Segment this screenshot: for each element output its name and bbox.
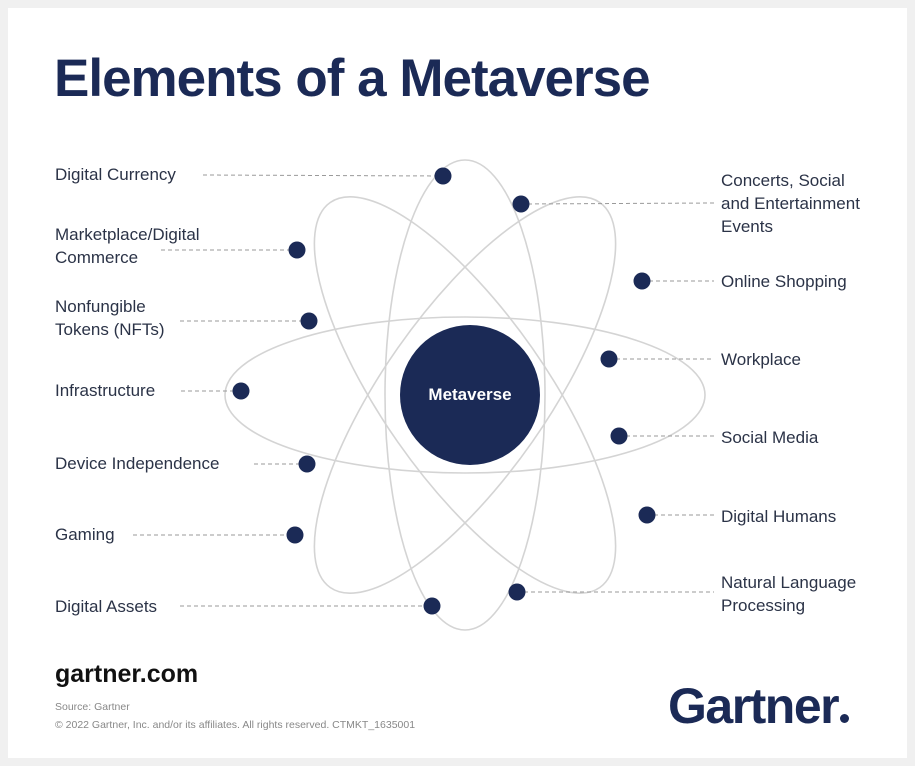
gartner-logo: Gartner: [668, 677, 850, 735]
label-nfts: Nonfungible Tokens (NFTs): [55, 297, 165, 339]
label-digital-currency: Digital Currency: [55, 165, 176, 184]
leader-line: [202, 174, 444, 177]
label-marketplace-digital-commerce: Marketplace/Digital Commerce: [55, 225, 200, 267]
node-social-media: [610, 427, 628, 445]
label-gaming: Gaming: [55, 525, 115, 544]
orbit-rings: [224, 159, 706, 631]
source-note: Source: Gartner: [55, 701, 130, 713]
logo-text: Gartner: [668, 678, 840, 734]
label-workplace: Workplace: [721, 350, 801, 369]
label-social-media: Social Media: [721, 428, 819, 447]
node-concerts: [512, 195, 530, 213]
label-device-independence: Device Independence: [55, 454, 220, 473]
site-url: gartner.com: [55, 660, 199, 688]
orbit-vertical: [384, 159, 546, 631]
orbit-diagonal-b: [313, 196, 617, 594]
orbit-horizontal: [224, 316, 706, 474]
node-digital-assets: [423, 597, 441, 615]
center-label: Metaverse: [428, 385, 512, 404]
label-digital-assets: Digital Assets: [55, 597, 158, 616]
node-digital-humans: [638, 506, 656, 524]
node-nfts: [300, 312, 318, 330]
node-online-shopping: [633, 272, 651, 290]
node-marketplace: [288, 241, 306, 259]
orbit-diagonal-a: [313, 196, 617, 594]
node-device-independence: [298, 455, 316, 473]
node-gaming: [286, 526, 304, 544]
node-workplace: [600, 350, 618, 368]
leader-lines: [133, 174, 715, 607]
orbit-nodes: [232, 167, 656, 615]
label-concerts-events: Concerts, Social and Entertainment Event…: [721, 171, 860, 236]
copyright-note: © 2022 Gartner, Inc. and/or its affiliat…: [55, 719, 416, 731]
logo-dot-icon: [840, 714, 850, 723]
label-infrastructure: Infrastructure: [55, 381, 156, 400]
node-digital-currency: [434, 167, 452, 185]
node-nlp: [508, 583, 526, 601]
label-digital-humans: Digital Humans: [721, 507, 837, 526]
page-title: Elements of a Metaverse: [54, 49, 651, 108]
center-circle: [400, 325, 540, 465]
node-infrastructure: [232, 382, 250, 400]
label-online-shopping: Online Shopping: [721, 272, 847, 291]
label-natural-language-processing: Natural Language Processing: [721, 573, 857, 615]
